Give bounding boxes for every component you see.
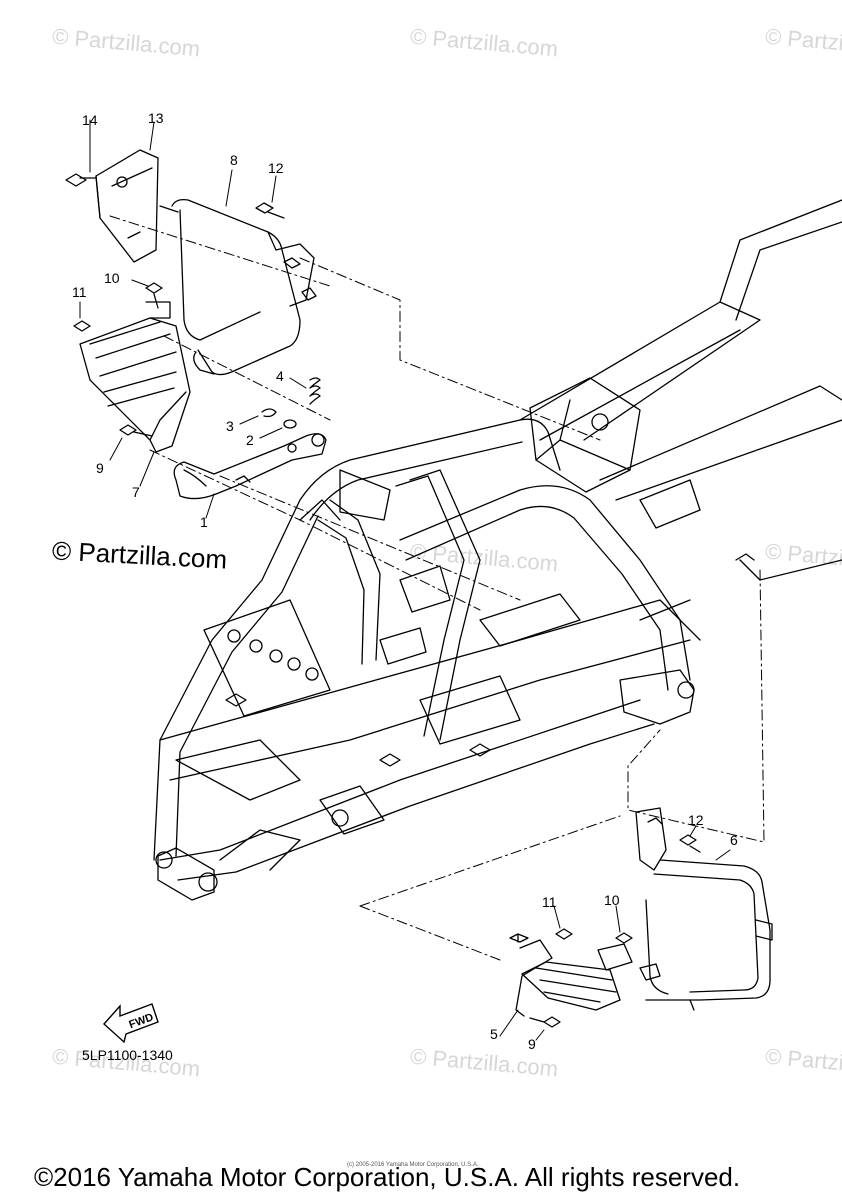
callout-6: 6 <box>730 832 738 848</box>
callout-9: 9 <box>96 460 104 476</box>
bolt-9-upper <box>119 424 153 437</box>
washer-2 <box>283 419 297 429</box>
bolt-14 <box>65 173 97 187</box>
fwd-arrow-icon: FWD <box>103 1003 159 1044</box>
bolt-11-lower <box>555 928 573 940</box>
bracket-6 <box>635 807 773 1011</box>
footrest-5 <box>509 933 621 1017</box>
bolt-10-lower <box>597 932 633 971</box>
callout-7: 7 <box>132 484 140 500</box>
callout-10-lower: 10 <box>604 892 620 908</box>
footer-copyright: ©2016 Yamaha Motor Corporation, U.S.A. A… <box>34 1162 741 1192</box>
bolt-9-lower <box>529 1016 561 1028</box>
spring-4 <box>309 377 321 405</box>
frame <box>153 199 842 901</box>
callout-12-lower: 12 <box>688 812 704 828</box>
callout-10: 10 <box>104 270 120 286</box>
footrest-7 <box>79 317 191 453</box>
callout-11-lower: 11 <box>542 894 557 910</box>
clip-3 <box>261 408 277 418</box>
callout-3: 3 <box>226 418 234 434</box>
callout-14: 14 <box>82 112 98 128</box>
leader-lines <box>109 215 765 961</box>
callout-13: 13 <box>148 110 164 126</box>
callout-2: 2 <box>246 432 254 448</box>
callout-11: 11 <box>72 284 87 300</box>
diagram-code: 5LP1100-1340 <box>82 1047 173 1063</box>
fine-print: (c) 2005-2016 Yamaha Motor Corporation, … <box>347 1162 479 1168</box>
bolt-11-upper <box>73 320 91 332</box>
pedal-1 <box>173 433 327 500</box>
callout-4: 4 <box>276 368 284 384</box>
callout-8: 8 <box>230 152 238 168</box>
callout-1: 1 <box>200 514 208 530</box>
callout-5: 5 <box>490 1026 498 1042</box>
bracket-8 <box>159 198 317 376</box>
callout-9-lower: 9 <box>528 1036 536 1052</box>
bracket-13 <box>95 149 159 263</box>
bolt-12-lower <box>679 834 701 853</box>
callout-12: 12 <box>268 160 284 176</box>
bolt-12-upper <box>255 202 285 219</box>
bolt-10-upper <box>145 282 171 319</box>
